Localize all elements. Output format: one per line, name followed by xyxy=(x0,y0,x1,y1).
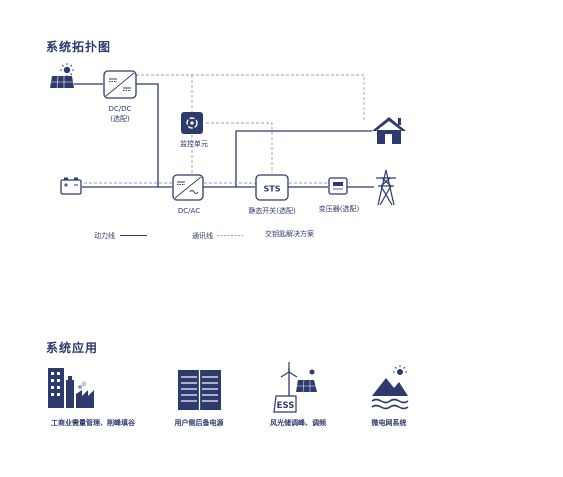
sts-label: STS xyxy=(264,185,281,194)
monitor-unit-icon xyxy=(181,112,203,134)
dcdc-note: (选配) xyxy=(110,114,130,123)
dcdc-converter-icon xyxy=(103,70,137,99)
house-icon xyxy=(372,117,406,144)
dcac-label: DC/AC xyxy=(178,207,200,215)
ess-text: ESS xyxy=(277,401,295,411)
sts-caption: 静态开关(选配) xyxy=(248,206,296,215)
power-lines xyxy=(74,83,374,188)
battery-icon xyxy=(60,177,82,195)
comm-lines xyxy=(84,74,365,184)
application-label-microgrid: 微电网系统 xyxy=(371,419,407,427)
grid-tower-icon xyxy=(376,169,396,206)
application-label-peak-shaving: 工商业需量管理、削峰填谷 xyxy=(51,419,135,427)
transformer-label: 变压器(选配) xyxy=(319,204,360,213)
application-label-backup-power: 用户侧后备电源 xyxy=(174,419,224,427)
microgrid-icon xyxy=(371,365,409,410)
battery-cabinet-icon xyxy=(178,370,221,410)
legend-comm-label: 通讯线 xyxy=(192,231,213,240)
solar-panel-icon xyxy=(50,63,74,89)
topology-title: 系统拓扑图 xyxy=(46,40,112,54)
monitor-label: 监控单元 xyxy=(180,139,208,148)
applications-title: 系统应用 xyxy=(46,341,99,355)
dcac-inverter-icon xyxy=(172,174,204,201)
dcdc-label: DC/DC xyxy=(109,105,132,113)
factory-icon xyxy=(48,368,94,408)
transformer-icon xyxy=(328,177,348,195)
sts-icon: STS xyxy=(255,174,289,201)
legend-power-label: 动力线 xyxy=(94,231,115,240)
application-label-frequency-regulation: 风光储调峰、调频 xyxy=(270,419,326,427)
wind-solar-ess-icon: ESS xyxy=(273,362,317,413)
legend-solution-label: 交钥匙解决方案 xyxy=(265,229,314,238)
